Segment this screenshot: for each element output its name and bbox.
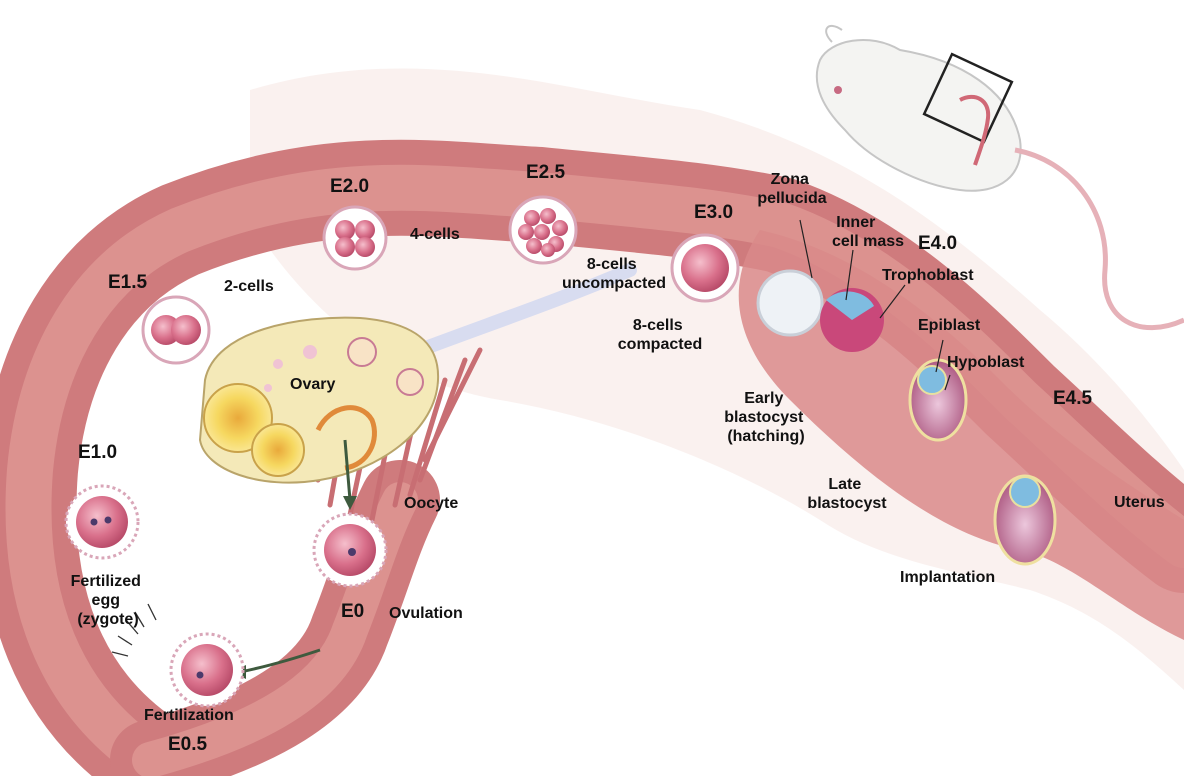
- early-blastocyst-line-1: Early: [744, 390, 783, 407]
- fertilized-egg-line-3: (zygote): [77, 611, 138, 628]
- zona-line-1: Zona: [771, 171, 809, 188]
- fertilized-egg-line-1: Fertilized: [71, 573, 141, 590]
- ovarian-follicle: [303, 345, 317, 359]
- ovarian-follicle: [397, 369, 423, 395]
- eight-cell-compacted-embryo: [672, 235, 738, 301]
- early-blastocyst-line-2: blastocyst: [724, 409, 804, 426]
- eight-cell-uncompacted-embryo: [510, 197, 576, 263]
- eight-compacted-line-2: compacted: [618, 336, 702, 353]
- zygote-cell: [66, 486, 138, 558]
- four-cell-embryo: [324, 207, 386, 269]
- icm-line-1: Inner: [836, 214, 875, 231]
- ovary-label: Ovary: [290, 376, 335, 393]
- late-blastocyst-line-2: blastocyst: [807, 495, 887, 512]
- late-blastocyst-line-1: Late: [828, 476, 861, 493]
- ovarian-follicle: [273, 359, 283, 369]
- ovarian-follicle: [252, 424, 304, 476]
- stage-e0-label: E0: [341, 601, 364, 622]
- uterus-label: Uterus: [1114, 494, 1165, 511]
- fertilized-egg-line-2: egg: [92, 592, 120, 609]
- stage-e1-0-label: E1.0: [78, 442, 117, 463]
- stage-e1-5-label: E1.5: [108, 272, 148, 293]
- hypoblast-label: Hypoblast: [947, 354, 1025, 371]
- two-cell-embryo: [143, 297, 209, 363]
- stage-e4-5-label: E4.5: [1053, 388, 1093, 409]
- ovary: [200, 318, 438, 483]
- stage-e4-0-label: E4.0: [918, 233, 957, 254]
- stage-e3-0-label: E3.0: [694, 202, 733, 223]
- icm-line-2: cell mass: [832, 233, 904, 250]
- trophoblast-label: Trophoblast: [882, 267, 974, 284]
- fertilized-egg-cell: [171, 634, 243, 706]
- oocyte-label: Oocyte: [404, 495, 458, 512]
- ovulation-label: Ovulation: [389, 605, 463, 622]
- ovarian-follicle: [348, 338, 376, 366]
- ovarian-follicle: [264, 384, 272, 392]
- early-blastocyst-line-3: (hatching): [727, 428, 804, 445]
- eight-uncompacted-line-1: 8-cells: [587, 256, 637, 273]
- oocyte-cell: [314, 514, 386, 586]
- two-cells-label: 2-cells: [224, 278, 274, 295]
- late-blastocyst: [910, 360, 966, 440]
- stage-e0-5-label: E0.5: [168, 734, 208, 755]
- eight-compacted-line-1: 8-cells: [633, 317, 683, 334]
- stage-e2-5-label: E2.5: [526, 162, 566, 183]
- implantation-label: Implantation: [900, 569, 995, 586]
- eight-uncompacted-line-2: uncompacted: [562, 275, 666, 292]
- implanting-blastocyst: [995, 476, 1055, 564]
- four-cells-label: 4-cells: [410, 226, 460, 243]
- fertilization-label: Fertilization: [144, 707, 234, 724]
- zona-line-2: pellucida: [757, 190, 826, 207]
- epiblast-label: Epiblast: [918, 317, 981, 334]
- stage-e2-0-label: E2.0: [330, 176, 369, 197]
